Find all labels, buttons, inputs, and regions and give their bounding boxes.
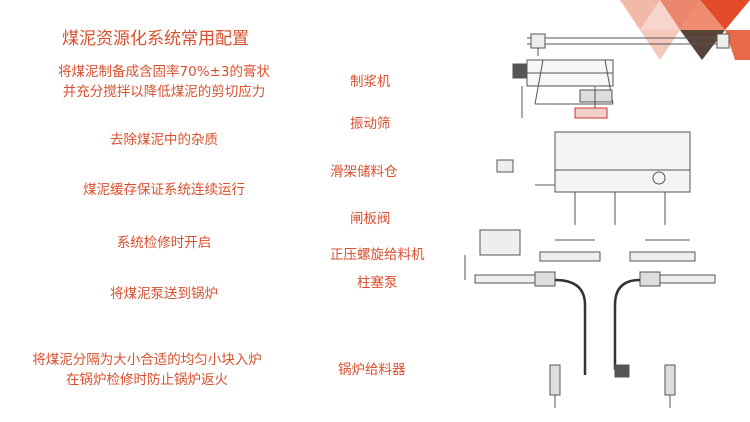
equipment-pulping-machine: 制浆机 xyxy=(350,74,391,90)
description-line: 系统检修时开启 xyxy=(116,235,212,251)
equipment-vibrating-screen: 振动筛 xyxy=(350,116,391,132)
description-line: 煤泥缓存保证系统连续运行 xyxy=(83,182,245,198)
pulping-machine-drawing xyxy=(512,59,614,118)
page-title: 煤泥资源化系统常用配置 xyxy=(62,29,249,49)
vibrating-screen-drawing xyxy=(574,107,608,119)
description-line: 将煤泥泵送到锅炉 xyxy=(110,286,218,302)
top-conveyor-rail xyxy=(527,33,730,56)
sliding-silo-drawing xyxy=(496,131,691,225)
row-1-description: 将煤泥制备成含固率70%±3的膏状 并充分搅拌以降低煤泥的剪切应力 xyxy=(44,62,284,102)
description-line: 并充分搅拌以降低煤泥的剪切应力 xyxy=(62,84,266,100)
equipment-plunger-pump: 柱塞泵 xyxy=(357,275,398,291)
equipment-boiler-feeder: 锅炉给料器 xyxy=(338,362,406,378)
equipment-schematic xyxy=(464,33,730,408)
equipment-sliding-silo: 滑架储料仓 xyxy=(330,164,398,180)
row-2-description: 去除煤泥中的杂质 xyxy=(44,130,284,150)
boiler-feeder-drawing xyxy=(549,364,676,408)
equipment-screw-feeder: 正压螺旋给料机 xyxy=(330,247,425,263)
row-4-description: 系统检修时开启 xyxy=(44,233,284,253)
plunger-pump-drawing xyxy=(474,271,716,287)
row-6-description: 将煤泥泵送到锅炉 xyxy=(44,284,284,304)
row-7-description: 将煤泥分隔为大小合适的均匀小块入炉 在锅炉检修时防止锅炉返火 xyxy=(2,350,292,390)
description-line: 在锅炉检修时防止锅炉返火 xyxy=(66,372,228,388)
description-line: 将煤泥制备成含固率70%±3的膏状 xyxy=(58,64,270,80)
row-3-description: 煤泥缓存保证系统连续运行 xyxy=(44,180,284,200)
description-line: 去除煤泥中的杂质 xyxy=(110,132,218,148)
screw-feeder-drawing xyxy=(464,229,696,280)
equipment-gate-valve: 闸板阀 xyxy=(350,211,391,227)
feed-piping xyxy=(554,278,641,375)
description-line: 将煤泥分隔为大小合适的均匀小块入炉 xyxy=(32,352,262,368)
